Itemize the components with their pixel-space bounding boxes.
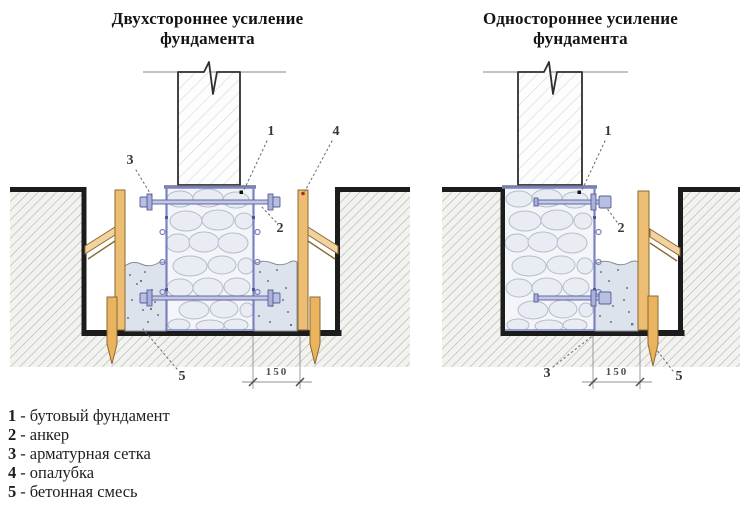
dimension-150 — [582, 336, 652, 389]
formwork-board-left — [114, 189, 126, 331]
right-diagram-title: Одностороннее усиление фундамента — [483, 9, 678, 49]
wall-column — [517, 61, 583, 186]
legend-number: 5 — [8, 482, 17, 501]
stake-left — [106, 296, 118, 365]
legend-label: бутовый фундамент — [29, 406, 170, 425]
formwork-right — [637, 190, 681, 367]
left-callout-3: 3 — [126, 153, 134, 168]
legend-number: 1 — [8, 406, 17, 425]
rubble-foundation — [502, 185, 597, 331]
right-callout-1: 1 — [604, 124, 612, 139]
left-callout-5: 5 — [178, 369, 186, 384]
legend-item-1: 1-бутовый фундамент — [8, 406, 170, 425]
left-diagram-title: Двухстороннее усиление фундамента — [111, 9, 304, 49]
legend: 1-бутовый фундамент 2-анкер 3-арматурная… — [8, 406, 170, 501]
legend-label: арматурная сетка — [29, 444, 151, 463]
legend-item-5: 5-бетонная смесь — [8, 482, 170, 501]
rubble-foundation — [164, 185, 256, 331]
leader-endpoint-square — [239, 190, 243, 194]
rebar-mesh — [159, 186, 261, 331]
stake-right — [309, 296, 321, 365]
legend-number: 3 — [8, 444, 17, 463]
left-dimension-label: 150 — [265, 366, 289, 378]
legend-number: 4 — [8, 463, 17, 482]
legend-separator: - — [20, 425, 26, 444]
concrete-right-side — [594, 260, 639, 332]
trench-edges — [442, 187, 740, 336]
legend-separator: - — [20, 444, 26, 463]
dimension-150 — [242, 336, 312, 389]
legend-item-4: 4-опалубка — [8, 463, 170, 482]
legend-number: 2 — [8, 425, 17, 444]
brace-right — [307, 226, 339, 255]
brace-left — [84, 226, 116, 255]
right-callout-5: 5 — [675, 369, 683, 384]
formwork-left — [84, 189, 126, 365]
leader-lines — [552, 140, 674, 372]
legend-label: опалубка — [29, 463, 95, 482]
brace — [649, 228, 681, 257]
legend-separator: - — [20, 406, 26, 425]
left-callout-1: 1 — [267, 124, 275, 139]
formwork-board-right — [297, 189, 309, 331]
anchor-top — [139, 193, 281, 211]
wall-column — [177, 61, 241, 186]
soil-hatch — [10, 189, 410, 367]
legend-label: бетонная смесь — [29, 482, 138, 501]
formwork-board — [637, 190, 650, 331]
left-callout-2: 2 — [276, 221, 284, 236]
anchor-bottom — [533, 289, 612, 307]
right-dimension-label: 150 — [605, 366, 629, 378]
anchor-top — [533, 193, 612, 211]
left-callout-4: 4 — [332, 124, 340, 139]
legend-item-3: 3-арматурная сетка — [8, 444, 170, 463]
right-diagram — [442, 61, 740, 389]
right-callout-2: 2 — [617, 221, 625, 236]
anchor-bottom — [139, 289, 281, 307]
board-marker-dot — [301, 191, 305, 196]
trench-edges — [10, 187, 410, 336]
legend-label: анкер — [29, 425, 70, 444]
right-callout-3: 3 — [543, 366, 551, 381]
left-diagram — [10, 61, 410, 389]
stake — [647, 295, 659, 367]
legend-separator: - — [20, 463, 26, 482]
legend-item-2: 2-анкер — [8, 425, 170, 444]
legend-separator: - — [20, 482, 26, 501]
leader-endpoint-square — [577, 190, 581, 194]
leader-lines — [135, 140, 333, 370]
formwork-right — [297, 189, 339, 365]
